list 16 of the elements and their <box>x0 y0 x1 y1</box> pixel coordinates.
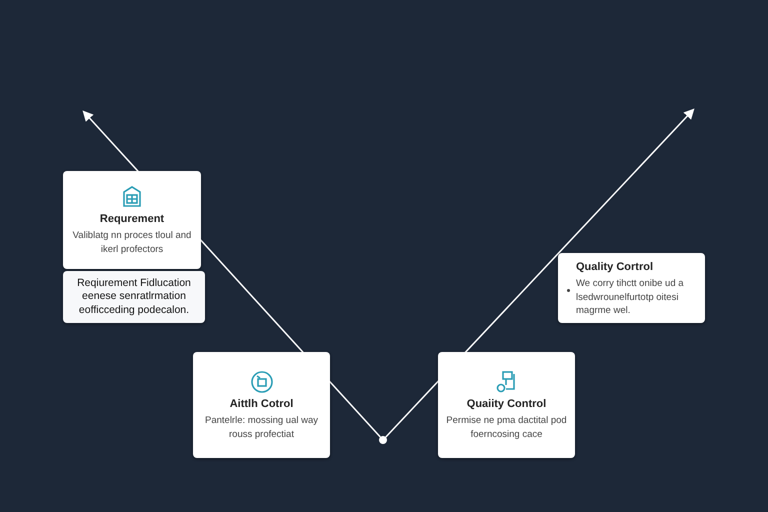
card-description: Valiblatg nn proces tloul and ikerl profectors <box>72 228 192 256</box>
junction-dot <box>379 436 387 444</box>
info-card <box>438 352 575 458</box>
info-card <box>193 352 330 458</box>
info-card <box>63 271 205 323</box>
info-card <box>63 171 201 269</box>
bullet-text: We corry tihctt onibe ud a lsedwrounelfurtotp oitesi magrme wel. <box>576 276 685 318</box>
card-title: Quality Cortrol <box>576 260 654 273</box>
card-title: Requrement <box>100 212 164 225</box>
card-description: Reqiurement Fidlucation eenese senratlrmation eofficceding podecalon. <box>76 276 192 318</box>
info-card <box>558 253 705 323</box>
card-description: Permise ne pma dactital pod foerncosing cace <box>445 414 568 442</box>
arrow <box>385 108 694 438</box>
card-title: Quaiity Control <box>466 398 546 410</box>
card-description: Pantelrle: mossing ual way rouss profectiat <box>204 414 319 442</box>
card-title: Aittlh Cotrol <box>230 398 294 410</box>
